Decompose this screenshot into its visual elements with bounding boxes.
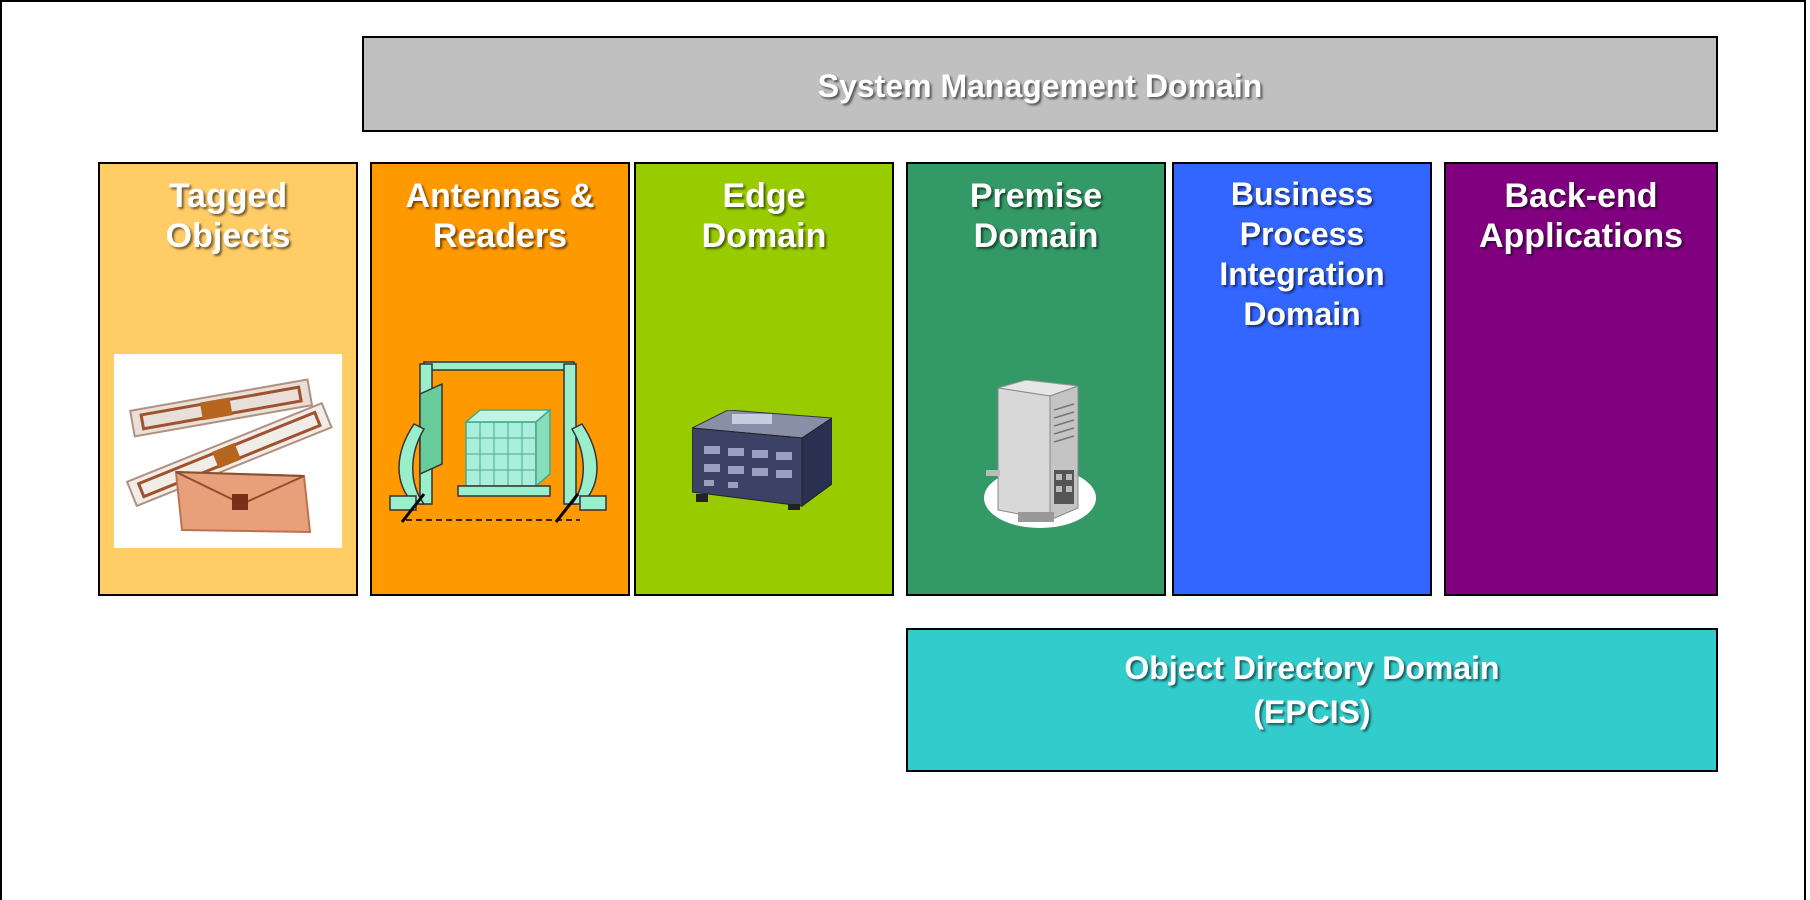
antennas-readers-label: Antennas &Readers — [405, 177, 595, 255]
rfid-portal-reader-icon — [389, 361, 607, 523]
edge-server-device-icon — [692, 410, 832, 510]
rfid-tags-icon — [114, 354, 342, 548]
tower-server-icon — [984, 380, 1096, 528]
object-directory-domain-label: Object Directory Domain(EPCIS) — [1124, 650, 1500, 730]
object-directory-domain-box: Object Directory Domain(EPCIS) — [906, 628, 1718, 772]
system-management-domain-box: System Management Domain — [362, 36, 1718, 132]
system-management-domain-label: System Management Domain — [817, 68, 1263, 104]
antennas-readers-box: Antennas &Readers — [370, 162, 630, 596]
